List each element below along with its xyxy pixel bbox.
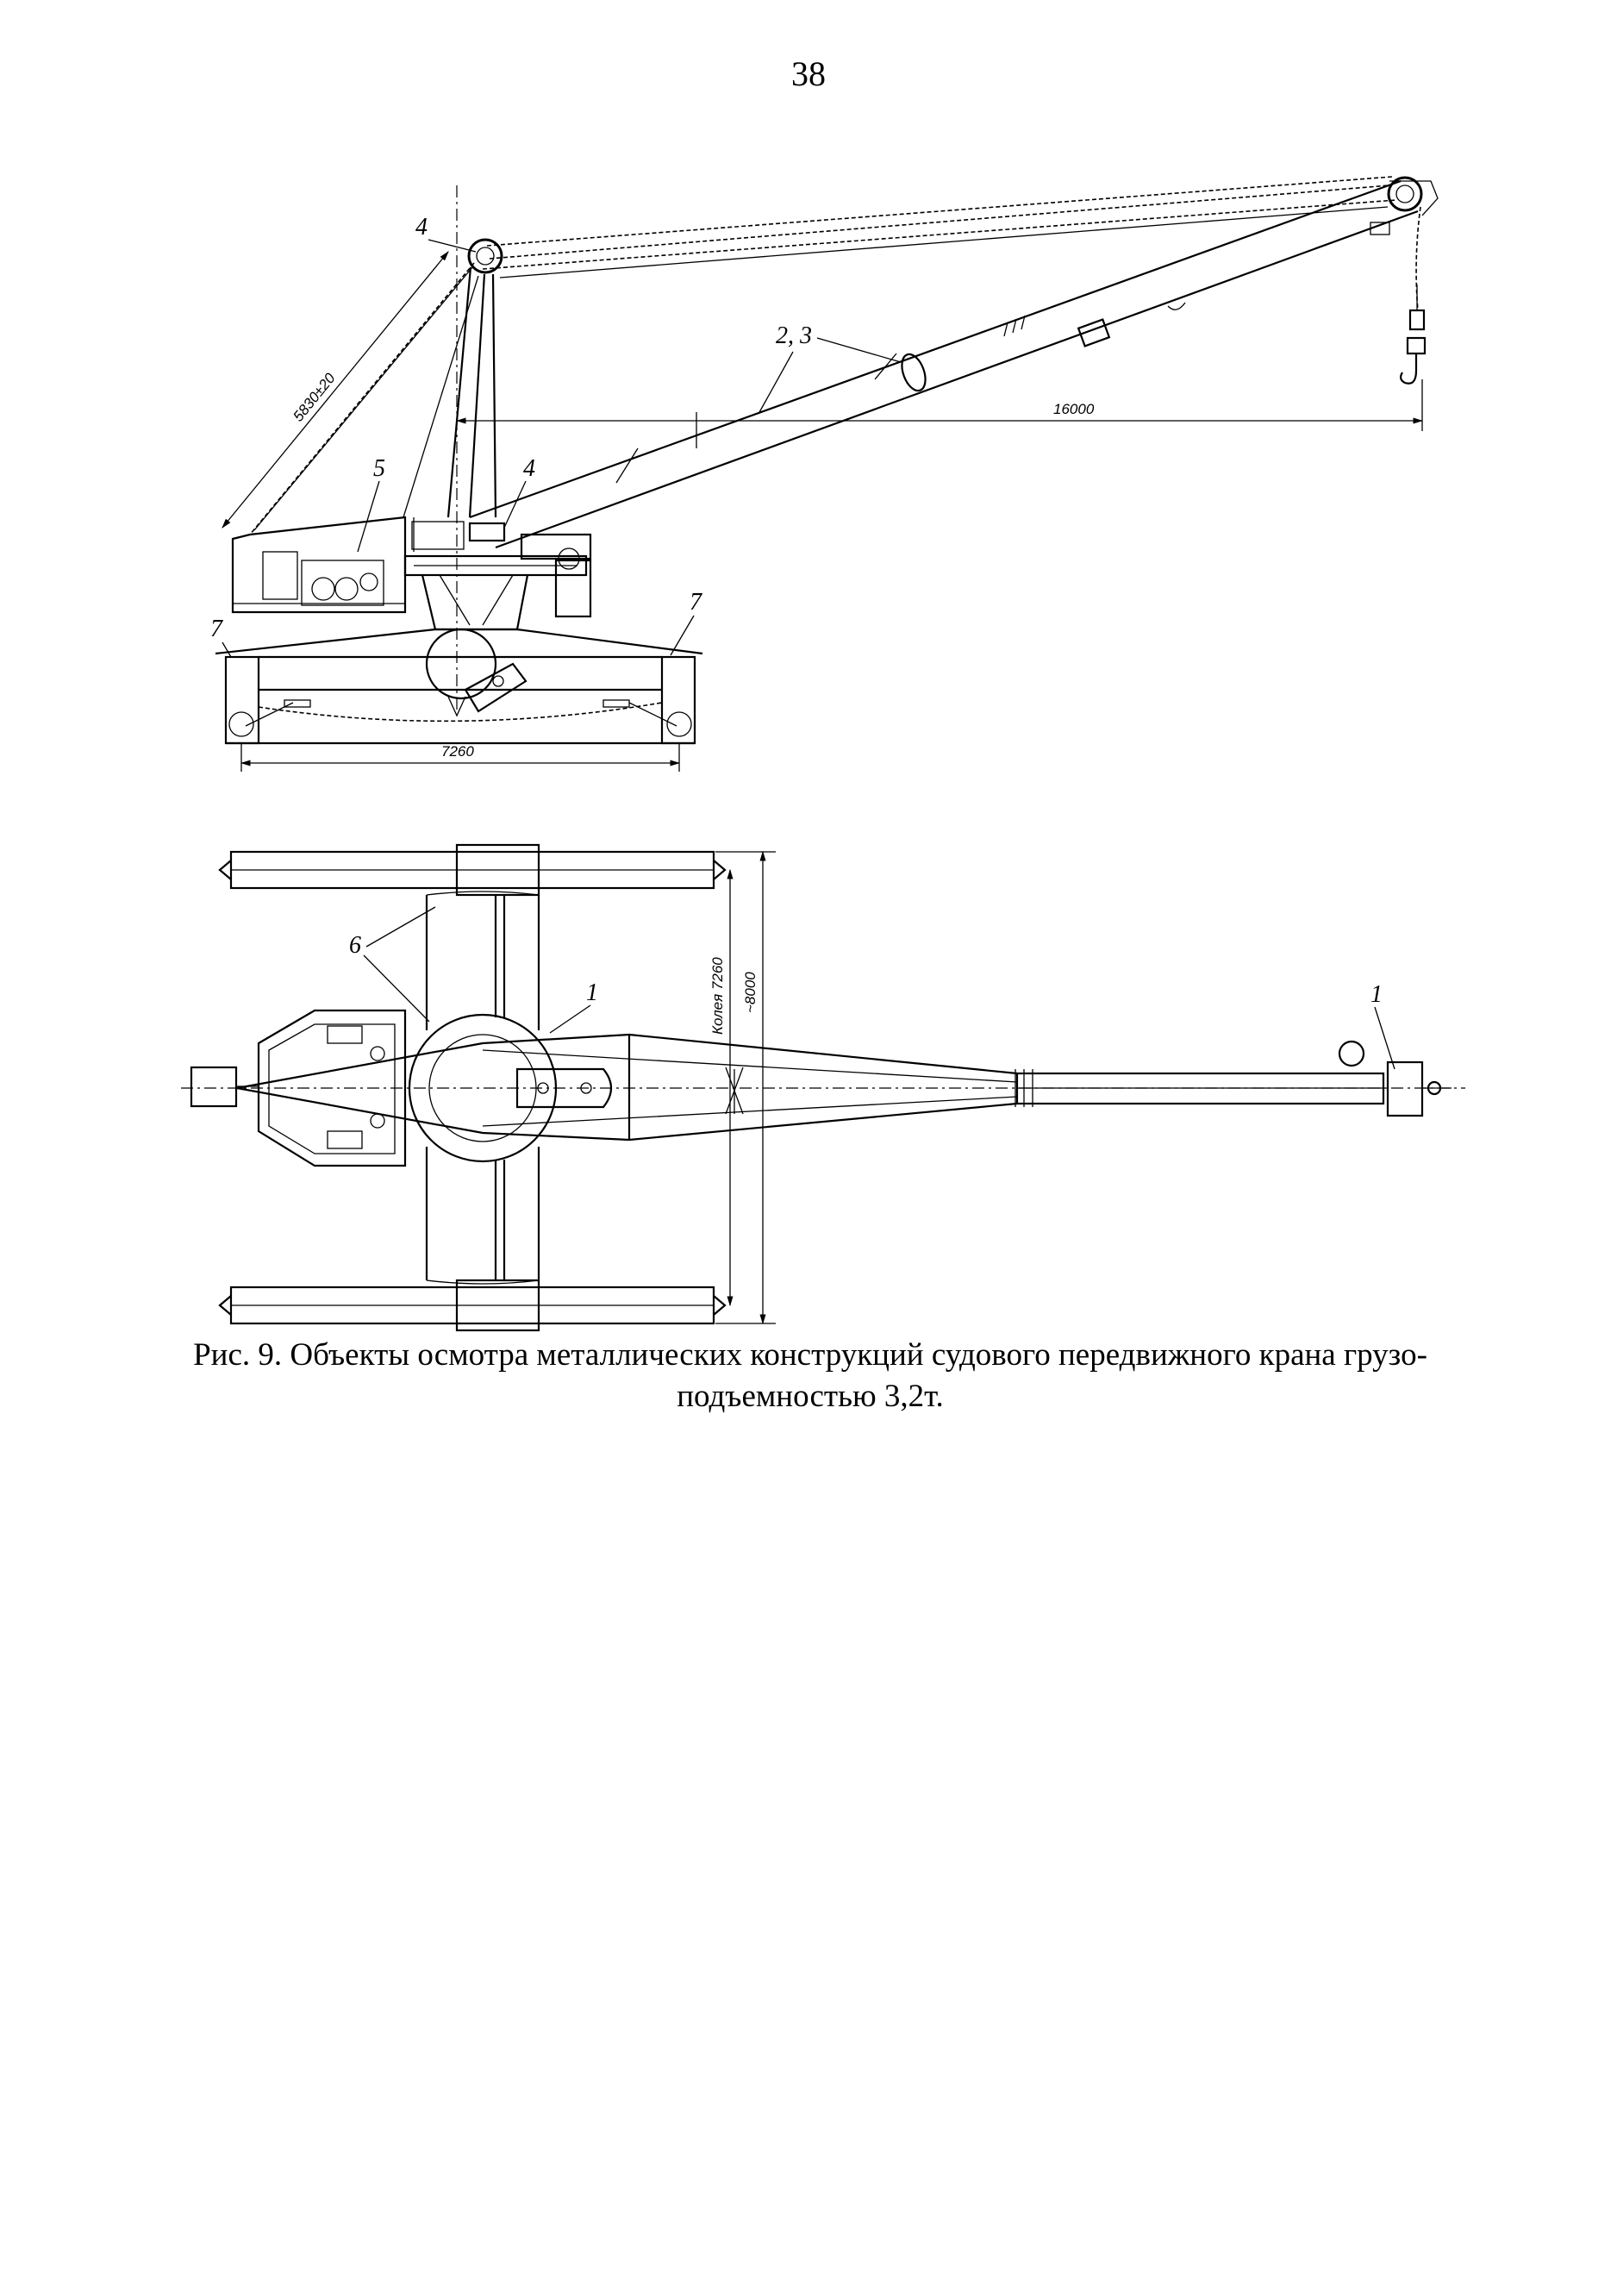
callout-side-pulley-top: 4 [415, 214, 428, 241]
mast-top-sheave [467, 238, 503, 274]
track-gauge-text: Колея 7260 [709, 957, 726, 1035]
outreach-dimension: 16000 [455, 379, 1424, 431]
figure-caption: Рис. 9. Объекты осмотра металлических ко… [193, 1337, 1427, 1414]
page-number: 38 [791, 54, 826, 93]
callout-plan-boom-tip: 1 [1370, 981, 1383, 1008]
stay-dimension: 5830±20 [222, 251, 449, 529]
hook-block [1399, 206, 1427, 385]
plan-dimensions: Колея 7260 ~8000 [709, 850, 776, 1325]
boom-tip-sheave [1370, 176, 1439, 235]
plan-bottom-beam [218, 1279, 727, 1332]
callout-plan-outriggers: 6 [349, 932, 361, 959]
callout-side-support-left: 7 [210, 616, 223, 642]
base-dimension: 7260 [240, 743, 681, 772]
callout-side-boom: 2, 3 [776, 322, 812, 349]
stay-length-text: 5830±20 [290, 370, 339, 425]
plan-view: Колея 7260 ~8000 6 1 1 [181, 843, 1465, 1332]
overall-width-text: ~8000 [742, 972, 759, 1013]
plan-outriggers [425, 891, 540, 1285]
base-length-text: 7260 [441, 743, 474, 760]
callout-side-support-right: 7 [690, 589, 702, 616]
plan-boom [236, 1033, 1452, 1142]
plan-machinery-house [190, 1009, 407, 1167]
side-elevation-view: 5830±20 16000 [210, 176, 1439, 772]
mast-frame [249, 262, 497, 535]
gantry-frame [215, 628, 703, 745]
machinery-house [231, 516, 465, 614]
plan-top-beam [218, 843, 727, 897]
callout-plan-pivot: 1 [586, 979, 598, 1006]
turntable [403, 522, 592, 631]
callout-side-mast-bracket: 4 [523, 455, 535, 482]
outreach-text: 16000 [1053, 401, 1095, 417]
callout-side-machinery: 5 [373, 455, 385, 482]
